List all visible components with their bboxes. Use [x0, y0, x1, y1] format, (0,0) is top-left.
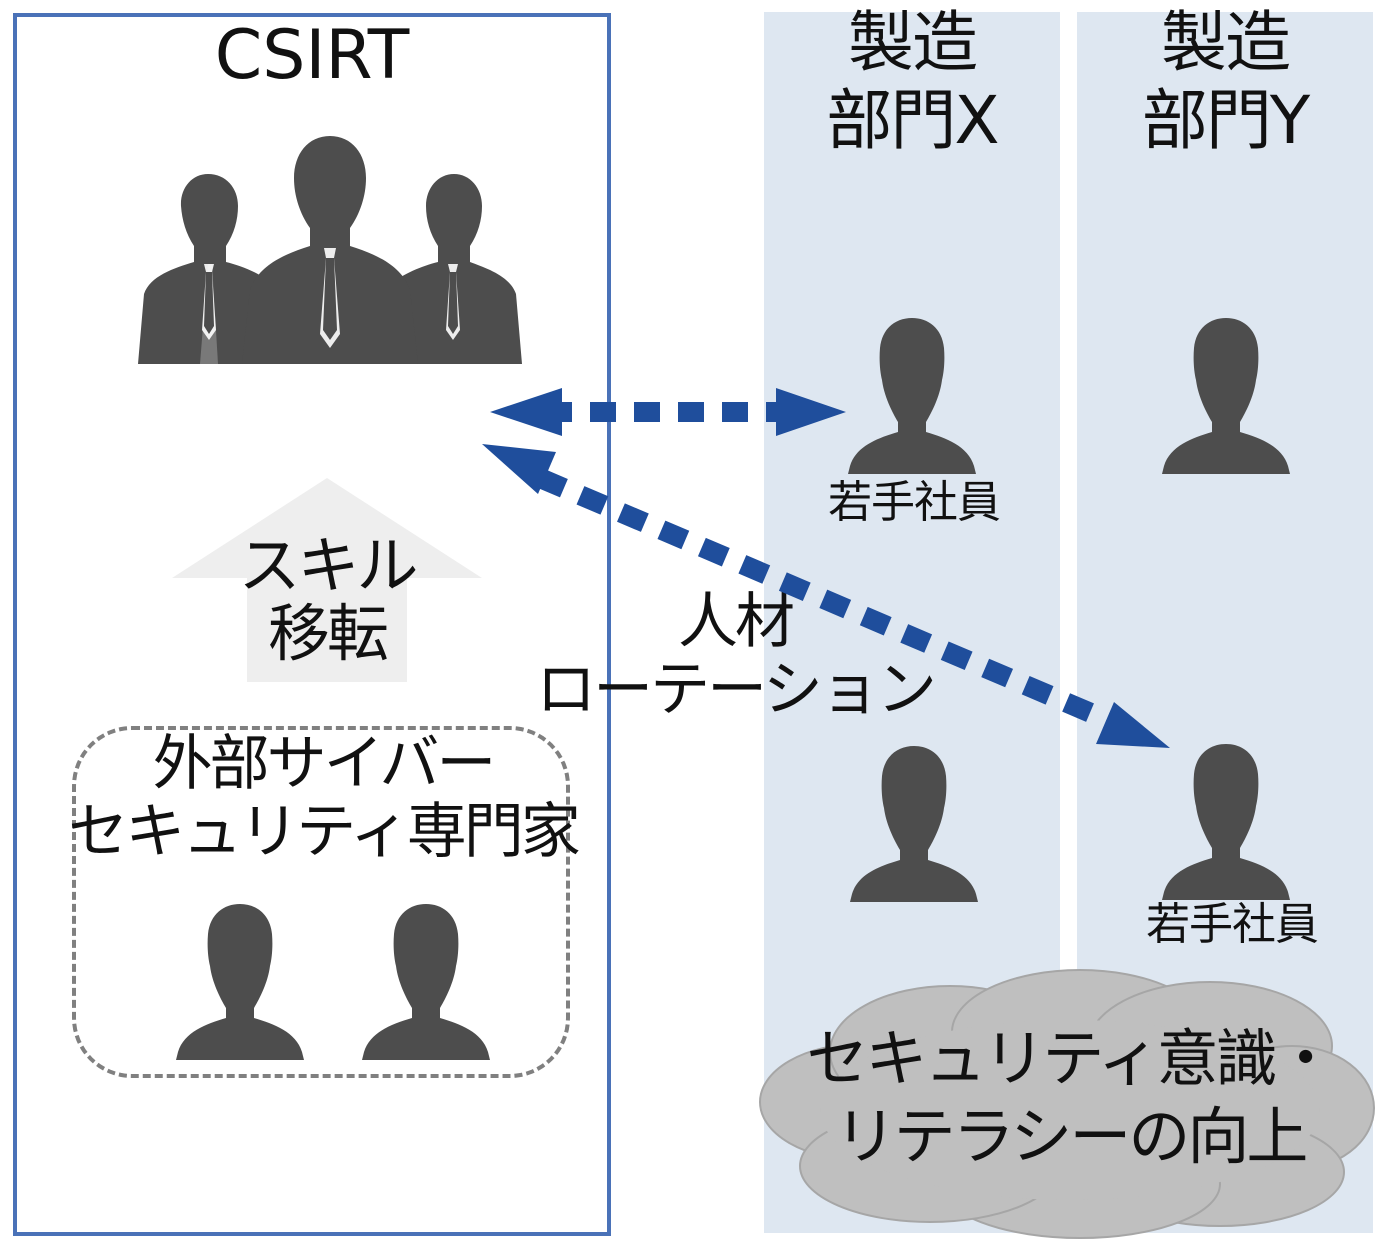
- awareness-label-line2: リテラシーの向上: [834, 1100, 1309, 1173]
- dept-x-label: 製造 部門X: [764, 4, 1060, 160]
- rotation-arrow-dept-y-shaft: [536, 468, 1116, 732]
- skill-transfer-arrow: [172, 478, 482, 682]
- dept-x-label-line2: 部門X: [826, 82, 999, 159]
- csirt-box: [13, 13, 611, 1236]
- awareness-label-line1: セキュリティ意識・: [806, 1022, 1336, 1095]
- skill-transfer-label-line2: 移転: [267, 597, 389, 670]
- awareness-label: セキュリティ意識・ リテラシーの向上: [760, 1020, 1380, 1176]
- awareness-cloud: [759, 969, 1375, 1239]
- dept-y-label-line1: 製造: [1161, 4, 1291, 81]
- skill-transfer-label: スキル 移転: [200, 532, 454, 668]
- external-experts-label: 外部サイバー セキュリティ専門家: [40, 730, 606, 866]
- rotation-label-line2: ローテーション: [536, 655, 937, 725]
- external-experts-box: [72, 726, 570, 1078]
- csirt-title: CSIRT: [214, 16, 410, 95]
- rotation-label-line1: 人材: [678, 587, 795, 657]
- skill-transfer-label-line1: スキル: [238, 529, 418, 602]
- rotation-arrow-dept-y-head-left: [482, 444, 556, 494]
- external-experts-label-line1: 外部サイバー: [152, 729, 497, 799]
- csirt-team-icon: [138, 136, 522, 364]
- dept-x-label-line1: 製造: [848, 4, 978, 81]
- rotation-arrow-dept-y-head-right: [1096, 702, 1170, 748]
- dept-x-young-staff-label: 若手社員: [828, 477, 1001, 528]
- dept-y-label: 製造 部門Y: [1077, 4, 1373, 160]
- rotation-arrow-dept-x-head-left: [490, 388, 562, 436]
- dept-y-young-staff-label: 若手社員: [1146, 899, 1319, 950]
- rotation-arrow-dept-x-head-right: [776, 388, 846, 436]
- external-experts-label-line2: セキュリティ専門家: [68, 797, 580, 867]
- dept-y-label-line2: 部門Y: [1141, 82, 1310, 159]
- rotation-label: 人材 ローテーション: [530, 588, 940, 724]
